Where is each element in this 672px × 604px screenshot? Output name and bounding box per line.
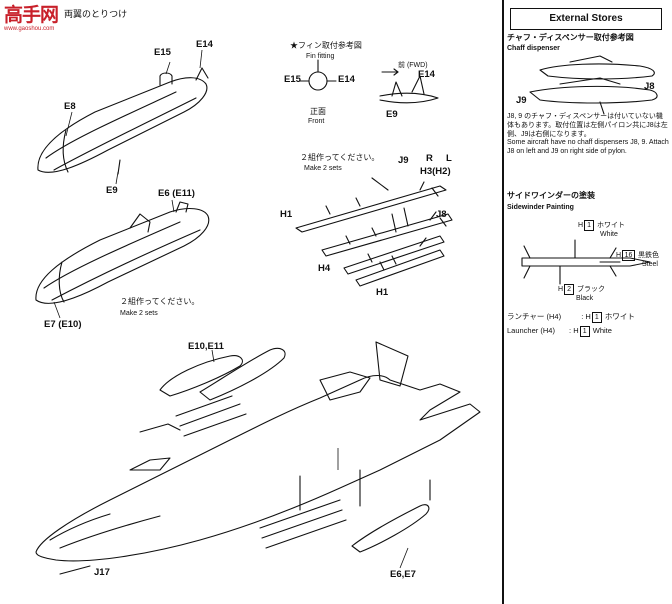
- paint-steel-en: Steel: [642, 261, 658, 268]
- paint-steel-code: 16: [622, 250, 636, 261]
- label-e14: E14: [196, 39, 213, 50]
- label-fin-e15: E15: [284, 74, 301, 85]
- sidewinder-title-jp: サイドワインダーの塗装: [507, 191, 595, 200]
- label-l: L: [446, 153, 452, 164]
- drop-tank-top: [37, 67, 209, 175]
- paint-white-en: White: [600, 231, 618, 238]
- front-label-en: Front: [308, 118, 325, 125]
- drop-tank-bottom: [35, 201, 210, 304]
- label-e8: E8: [64, 101, 76, 112]
- launcher-label-jp: ランチャー (H4): [507, 312, 562, 321]
- missile-make-2-sets-en: Make 2 sets: [304, 165, 342, 172]
- paint-black-jp: ブラック: [577, 286, 606, 293]
- section-title: 両翼のとりつけ: [64, 9, 128, 19]
- label-fin-side-e14: E14: [418, 69, 435, 80]
- chaff-note-en: Some aircraft have no chaff dispensers J…: [507, 139, 669, 156]
- label-h4: H4: [318, 263, 331, 274]
- paint-white-prefix: H: [578, 222, 584, 229]
- missile-group: [295, 177, 453, 287]
- watermark-logo: 高手网 www.gaoshou.com: [4, 5, 59, 32]
- label-j17: J17: [94, 567, 110, 578]
- label-j8: J8: [436, 209, 447, 220]
- fwd-label: 前 (FWD): [398, 62, 428, 69]
- chaff-note-jp: J8, 9 のチャフ・ディスペンサーは付いていない機体もあります。取付位置は左側…: [507, 113, 668, 139]
- panel-divider: [502, 0, 504, 604]
- label-fin-e14: E14: [338, 74, 355, 85]
- aircraft-outline: [35, 341, 481, 575]
- launcher-code-en: 1: [579, 326, 590, 337]
- label-r: R: [426, 153, 433, 164]
- chaff-title-en: Chaff dispenser: [507, 45, 560, 52]
- label-h1-upper: H1: [280, 209, 293, 220]
- chaff-dispenser-drawing: [529, 55, 658, 115]
- paint-white-jp: ホワイト: [597, 222, 626, 229]
- fin-fitting-title-en: Fin fitting: [306, 53, 335, 60]
- paint-black-code: 2: [564, 284, 575, 295]
- label-h1-lower: H1: [376, 287, 389, 298]
- missile-make-2-sets-jp: ２組作ってください。: [300, 153, 380, 162]
- label-e7-e10: E7 (E10): [44, 319, 82, 330]
- external-stores-title: External Stores: [510, 8, 662, 30]
- launcher-code-jp: 1: [591, 312, 602, 323]
- paint-black-en: Black: [576, 295, 594, 302]
- label-e6-e11: E6 (E11): [158, 188, 195, 199]
- fin-fitting-title-jp: ★フィン取付参考図: [290, 41, 362, 50]
- launcher-color-jp: ホワイト: [604, 312, 635, 321]
- launcher-code-prefix-en: H: [573, 326, 579, 335]
- sidewinder-drawing: [521, 239, 651, 285]
- label-chaff-j8: J8: [644, 81, 655, 92]
- front-label-jp: 正面: [310, 107, 326, 116]
- fin-front-view: [299, 59, 337, 91]
- watermark-logo-text: 高手网: [4, 5, 59, 26]
- paint-white-code: 1: [584, 220, 595, 231]
- sidewinder-title-en: Sidewinder Painting: [507, 204, 574, 211]
- paint-black-prefix: H: [558, 286, 564, 293]
- make-2-sets-note-en: Make 2 sets: [120, 310, 158, 317]
- chaff-title-jp: チャフ・ディスペンサー取付参考図: [507, 33, 634, 42]
- label-chaff-j9: J9: [516, 95, 527, 106]
- launcher-label-en: Launcher (H4): [507, 326, 555, 335]
- label-h3-h2: H3(H2): [420, 166, 451, 177]
- label-e9: E9: [106, 185, 118, 196]
- label-fin-side-e9: E9: [386, 109, 398, 120]
- make-2-sets-note-jp: ２組作ってください。: [120, 297, 200, 306]
- label-e10-e11: E10,E11: [188, 341, 224, 352]
- label-j9: J9: [398, 155, 409, 166]
- label-e6-e7: E6,E7: [390, 569, 416, 580]
- fin-side-view: [379, 68, 439, 104]
- launcher-code-prefix-jp: H: [585, 312, 591, 321]
- paint-steel-prefix: H: [616, 252, 622, 259]
- label-e15: E15: [154, 47, 171, 58]
- launcher-color-en: White: [592, 326, 612, 335]
- watermark-url: www.gaoshou.com: [4, 26, 55, 32]
- paint-steel-jp: 黒鉄色: [638, 252, 660, 259]
